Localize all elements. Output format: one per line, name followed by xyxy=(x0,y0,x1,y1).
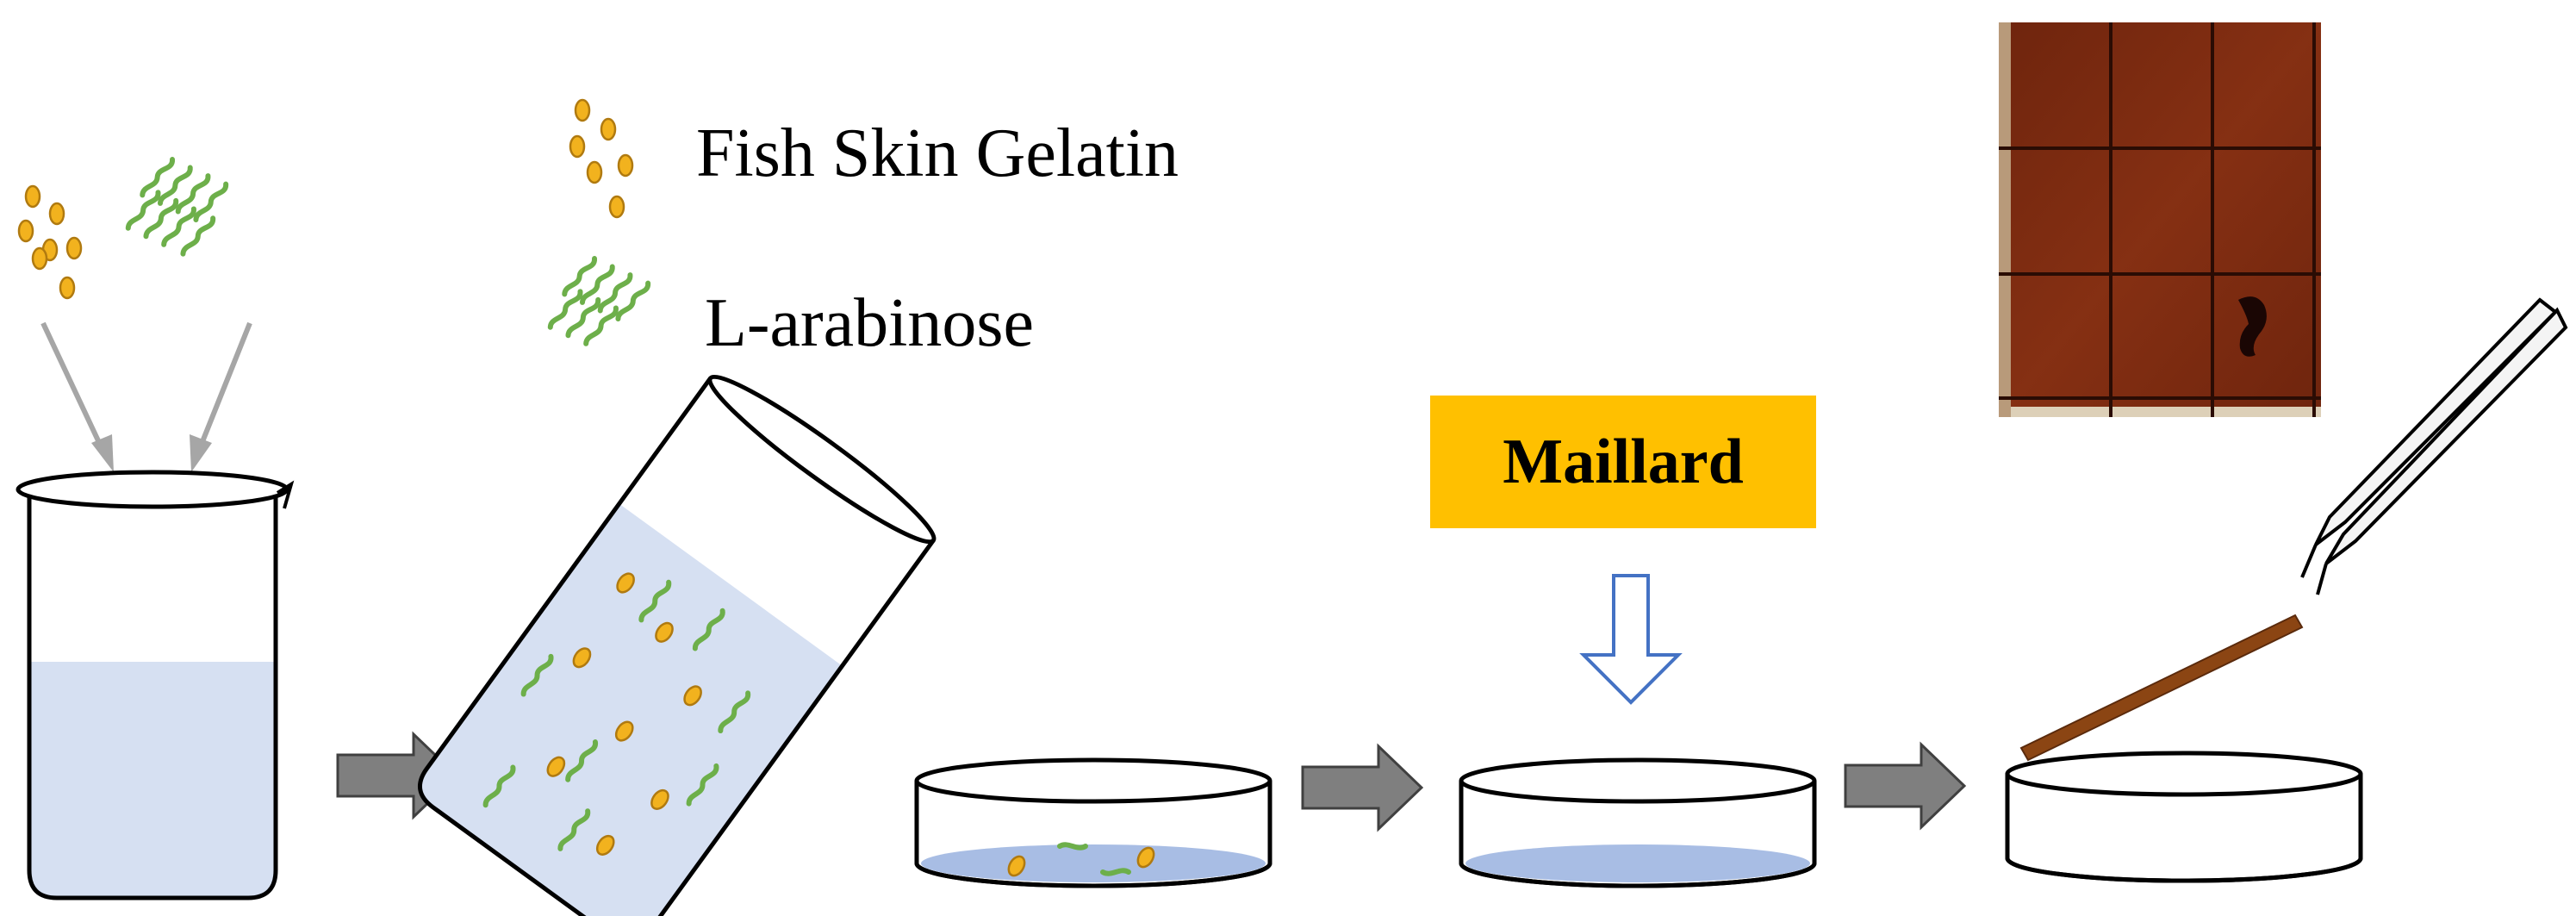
film-strip xyxy=(2019,614,2304,762)
film-photo xyxy=(1999,22,2321,417)
maillard-box-bg xyxy=(1430,396,1816,528)
tweezers-icon xyxy=(2300,297,2568,595)
arabinose-strands-icon xyxy=(119,146,237,267)
gelatin-granules-icon xyxy=(17,184,83,300)
maillard-label: Maillard xyxy=(1503,426,1744,497)
tilted-beaker-icon xyxy=(418,374,936,916)
beaker-icon xyxy=(16,470,295,900)
petri-dish-icon xyxy=(914,757,1272,888)
process-arrow-3 xyxy=(1844,741,1967,831)
petri-dish-icon xyxy=(2005,751,2363,883)
maillard-label-box: Maillard xyxy=(1430,396,1816,528)
legend-arabinose-label: L-arabinose xyxy=(705,285,1035,361)
legend-gelatin-label: Fish Skin Gelatin xyxy=(696,115,1179,191)
legend-arabinose-icon xyxy=(541,246,650,358)
process-arrow-2 xyxy=(1301,743,1424,832)
down-arrow-icon xyxy=(1579,574,1683,705)
input-arrow-right xyxy=(190,321,252,472)
input-arrow-left xyxy=(40,321,114,472)
petri-dish-icon xyxy=(1459,757,1817,888)
legend-gelatin-icon xyxy=(569,98,634,219)
